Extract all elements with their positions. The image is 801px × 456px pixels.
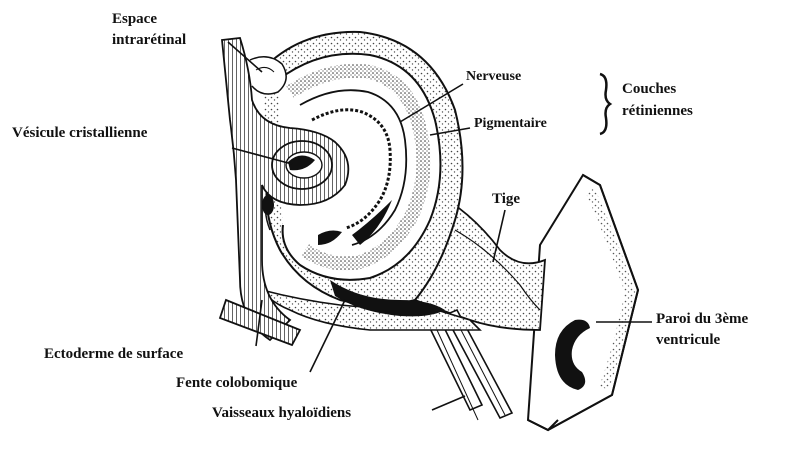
couches-brace — [600, 74, 610, 134]
label-fente: Fente colobomique — [176, 374, 297, 392]
ventricle-wall — [528, 175, 638, 430]
label-espace-line1: Espace — [112, 10, 157, 28]
label-ectoderme: Ectoderme de surface — [44, 345, 183, 363]
label-couches-line1: Couches — [622, 80, 676, 98]
label-nerveuse: Nerveuse — [466, 68, 521, 85]
label-tige: Tige — [492, 190, 520, 208]
label-paroi-line2: ventricule — [656, 331, 720, 349]
label-espace-line2: intrarétinal — [112, 31, 186, 49]
label-couches-line2: rétiniennes — [622, 102, 693, 120]
leader-vaisseaux — [432, 396, 465, 410]
label-pigmentaire: Pigmentaire — [474, 115, 547, 132]
intraretinal-space — [250, 57, 286, 94]
label-vaisseaux: Vaisseaux hyaloïdiens — [212, 404, 351, 422]
label-paroi-line1: Paroi du 3ème — [656, 310, 748, 328]
label-vesicule: Vésicule cristallienne — [12, 124, 147, 142]
